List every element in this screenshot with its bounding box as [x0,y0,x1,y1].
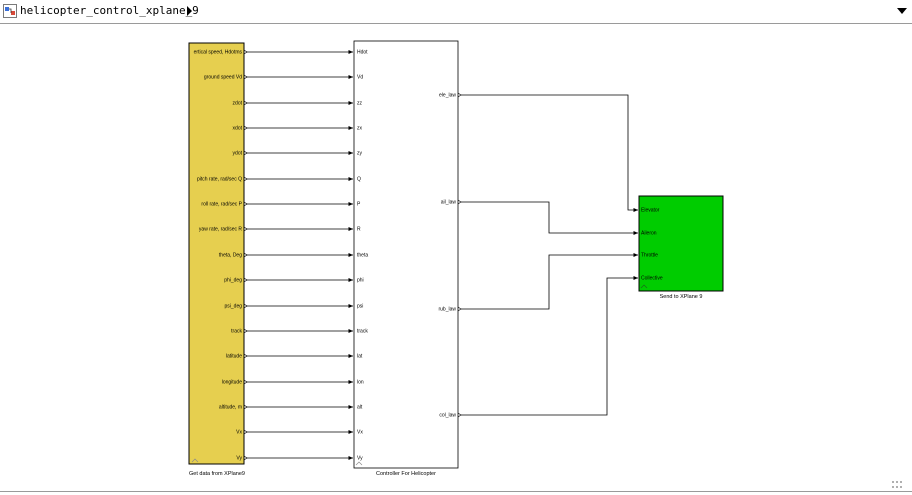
sink-input-port-label: Throttle [641,253,658,259]
resize-grip-icon[interactable] [891,480,903,490]
controller-input-port-label: P [357,202,361,208]
controller-input-port-label: lon [357,380,364,386]
controller-input-port-label: track [357,329,368,335]
signal-line[interactable] [461,276,638,416]
controller-input-port-label: Hdot [357,50,368,56]
source-output-port-label: zdot [233,101,243,107]
source-output-port-label: latitude [226,354,242,360]
controller-output-port-label: col_law [439,413,456,419]
controller-input-port-label: R [357,227,361,233]
signal-line[interactable] [461,253,638,310]
controller-output-port-label: ail_law [441,200,457,206]
sink-block-body[interactable] [638,195,724,292]
source-output-port-label: longitude [222,380,243,386]
breadcrumb-chevron-right-icon[interactable] [187,6,192,16]
breadcrumb-model-name[interactable]: helicopter_control_xplane_9 [20,4,199,17]
controller-input-port-label: phi [357,278,364,284]
source-block-name: Get data from XPlane9 [189,471,245,477]
model-canvas[interactable]: ertical speed, Hdotms ground speed Vd zdot… [0,25,912,491]
sink-input-port-label: Aileron [641,231,657,237]
chevron-down-icon[interactable] [897,8,907,14]
controller-input-port-label: Vx [357,430,363,436]
sink-block-name: Send to XPlane 9 [660,294,703,300]
controller-input-port-label: psi [357,304,363,310]
controller-input-port-label: zx [357,126,363,132]
controller-input-port-label: zy [357,151,363,157]
block-link-icon [355,461,363,466]
controller-block-name: Controller For Helicopter [376,471,436,477]
controller-block-body[interactable] [353,40,459,469]
source-output-port-label: ertical speed, Hdotms [194,50,243,56]
controller-output-port-label: ele_law [439,93,456,99]
controller-output-port[interactable] [457,199,462,205]
model-toolbar: helicopter_control_xplane_9 [0,0,912,24]
signal-line[interactable] [461,201,638,235]
source-block[interactable]: ertical speed, Hdotms ground speed Vd zdot… [188,42,248,477]
source-output-port-label: roll rate, rad/sec P [201,202,242,208]
controller-output-port[interactable] [457,412,462,418]
controller-input-port-label: Q [357,177,361,183]
simulink-model-icon[interactable] [3,4,17,18]
source-output-port-label: xdot [233,126,243,132]
source-output-port-label: Vx [236,430,242,436]
sink-input-port-label: Collective [641,276,663,282]
controller-input-port-label: lat [357,354,363,360]
source-output-port-label: psi_deg [224,304,242,310]
source-output-port-label: ground speed Vd [204,75,242,81]
source-output-port-label: ydot [233,151,243,157]
sink-input-port-label: Elevator [641,208,660,214]
source-block-body[interactable] [188,42,245,465]
source-output-port-label: Vy [236,456,242,462]
block-link-icon [191,458,199,463]
controller-input-port-label: theta [357,253,368,259]
source-output-port-label: altitude, m [219,405,242,411]
controller-input-port-label: Vy [357,456,363,462]
status-bar [0,491,912,495]
controller-input-port-label: Vd [357,75,363,81]
controller-output-port-label: rub_law [438,307,456,313]
source-output-port-label: phi_deg [224,278,242,284]
signal-line[interactable] [461,94,638,212]
controller-output-port[interactable] [457,306,462,312]
source-output-port-label: pitch rate, rad/sec Q [197,177,242,183]
controller-input-port-label: alt [357,405,363,411]
source-output-port-label: yaw rate, rad/sec R [199,227,242,233]
controller-input-port-label: zz [357,101,363,107]
controller-output-port[interactable] [457,92,462,98]
source-output-port-label: theta, Deg [219,253,242,259]
block-link-icon [640,284,648,289]
source-output-port-label: track [231,329,242,335]
